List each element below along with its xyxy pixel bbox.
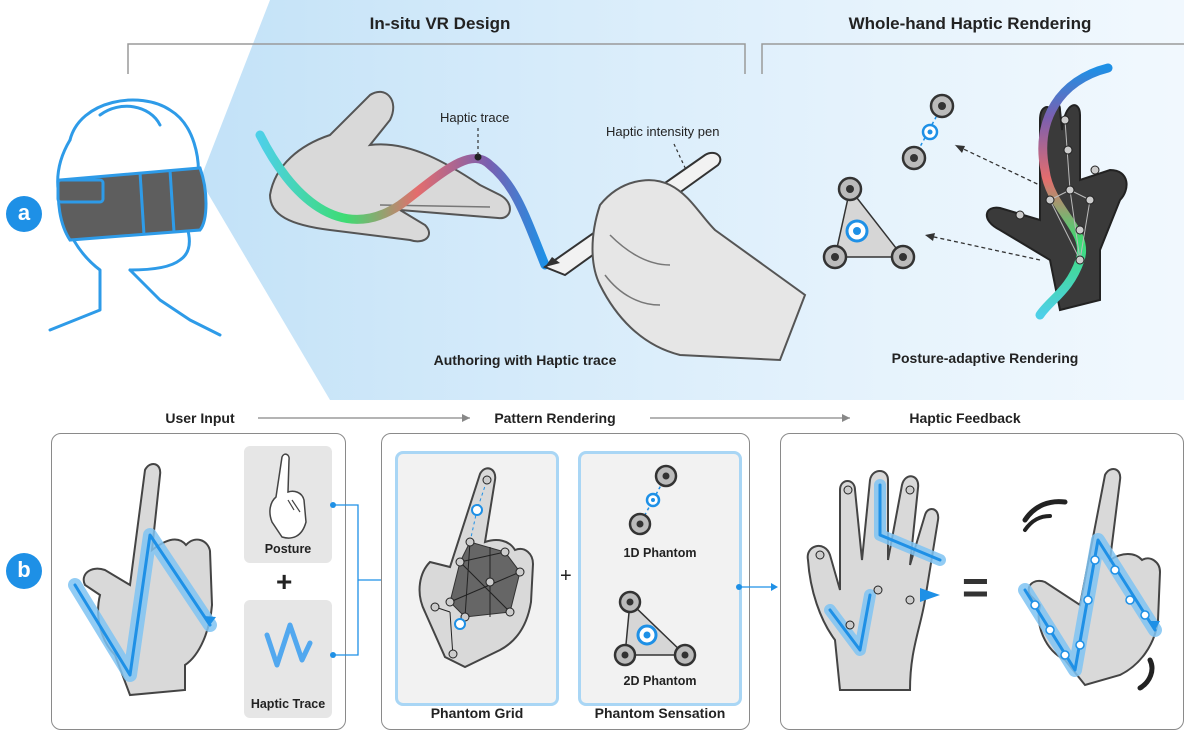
equals-sign: = [962, 560, 989, 614]
annotation-haptic-trace: Haptic trace [440, 110, 509, 125]
posture-hand-icon [262, 452, 317, 542]
annotation-haptic-intensity-pen: Haptic intensity pen [606, 124, 719, 139]
pen-hand-illustration [540, 145, 820, 375]
feedback-back-hand [800, 460, 960, 700]
flow-arrows [0, 410, 1184, 430]
haptic-trace-label: Haptic Trace [244, 697, 332, 711]
input-hand-illustration [60, 455, 230, 705]
vr-headset-icon [58, 168, 206, 240]
phantom-1d-icon [620, 462, 690, 542]
caption-authoring-with-haptic-trace: Authoring with Haptic trace [420, 352, 630, 368]
dark-hand-illustration [980, 60, 1130, 330]
authoring-hand-illustration [250, 85, 560, 275]
phantom-2d-label: 2D Phantom [578, 674, 742, 688]
phantom-grid-label: Phantom Grid [395, 705, 559, 721]
haptic-trace-icon [262, 615, 317, 675]
phantom-2d-mini [815, 175, 925, 275]
phantom-sensation-label: Phantom Sensation [578, 705, 742, 721]
caption-posture-adaptive-rendering: Posture-adaptive Rendering [870, 350, 1100, 366]
posture-label: Posture [244, 542, 332, 556]
pattern-to-feedback-arrow [736, 580, 786, 594]
phantom-2d-icon [605, 590, 715, 675]
feedback-side-hand [1010, 460, 1170, 700]
phantom-grid-hand [405, 462, 545, 687]
plus-sign-pattern: + [560, 565, 572, 588]
vr-head-illustration [30, 80, 230, 340]
phantom-1d-label: 1D Phantom [578, 546, 742, 560]
plus-sign-input: + [276, 566, 292, 598]
section-badge-b: b [6, 553, 42, 589]
annotation-leader-trace [470, 128, 490, 158]
